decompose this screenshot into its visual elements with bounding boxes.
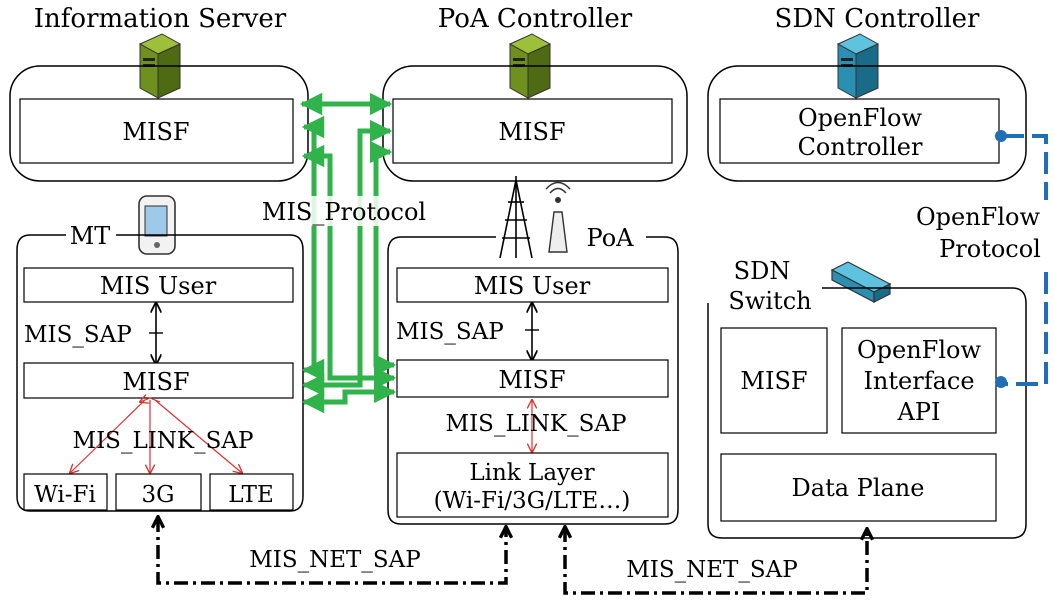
poa-controller-title: PoA Controller: [438, 4, 633, 34]
poa-link-layer-line1: Link Layer: [469, 460, 594, 486]
data-plane-box: [720, 453, 997, 522]
mis-protocol-label-bg: [250, 196, 436, 226]
sdn-switch-icon: [830, 261, 892, 303]
mis-net-sap-left-label: MIS_NET_SAP: [249, 547, 421, 573]
sdn-switch-misf-box: [720, 327, 828, 434]
poa-controller-server-icon: [508, 33, 552, 99]
openflow-interface-api-box: [841, 327, 997, 434]
information-server-icon: [138, 33, 182, 99]
sdn-controller-container: [707, 65, 1027, 182]
openflow-protocol-line1: OpenFlow: [916, 203, 1040, 231]
openflow-interface-line2: Interface: [863, 367, 974, 395]
mt-lte-label: LTE: [228, 482, 274, 508]
mt-3g-box: [115, 473, 202, 511]
poa-mis-link-sap-label: MIS_LINK_SAP: [446, 411, 627, 437]
poa-mis-sap-label: MIS_SAP: [396, 319, 504, 345]
poa-controller-misf-label: MISF: [498, 118, 565, 146]
openflow-controller-line2: Controller: [798, 133, 923, 161]
mt-container: [16, 234, 304, 512]
mt-mis-link-sap-label: MIS_LINK_SAP: [73, 428, 254, 454]
wifi-access-point-icon: [545, 181, 571, 253]
poa-controller-misf-box: [392, 98, 673, 164]
mt-label: MT: [70, 222, 111, 250]
openflow-interface-port: [995, 376, 1007, 388]
poa-label: PoA: [587, 224, 635, 252]
mis-net-sap-links: [158, 518, 867, 595]
mt-misf-label: MISF: [122, 368, 189, 396]
information-server-title: Information Server: [34, 4, 287, 34]
poa-link-layer-line2: (Wi-Fi/3G/LTE…): [434, 488, 631, 514]
sdn-switch-misf-label: MISF: [740, 367, 807, 395]
sdn-switch-label-line1: SDN: [734, 257, 791, 285]
mt-3g-label: 3G: [141, 482, 174, 508]
poa-misf-label: MISF: [498, 366, 565, 394]
poa-mis-user-box: [396, 267, 669, 303]
mobile-terminal-icon: [138, 195, 176, 255]
openflow-interface-line1: OpenFlow: [857, 336, 981, 364]
info-server-misf-box: [19, 98, 294, 164]
openflow-controller-line1: OpenFlow: [798, 104, 922, 132]
mt-mis-user-label: MIS User: [100, 272, 217, 300]
mt-wifi-label: Wi-Fi: [34, 482, 96, 508]
mt-mis-user-box: [23, 267, 294, 303]
openflow-controller-port: [995, 130, 1007, 142]
cell-tower-icon: [499, 176, 533, 259]
sdn-switch-label-line2: Switch: [728, 287, 811, 315]
sdn-controller-title: SDN Controller: [775, 4, 981, 34]
mt-wifi-box: [23, 473, 108, 511]
openflow-controller-box: [719, 98, 1000, 164]
mis-protocol-links: [299, 92, 397, 414]
mt-mis-sap-label: MIS_SAP: [24, 322, 132, 348]
mt-lte-box: [209, 473, 294, 511]
info-server-misf-label: MISF: [122, 118, 189, 146]
mis-net-sap-right-label: MIS_NET_SAP: [626, 557, 798, 583]
openflow-interface-line3: API: [897, 398, 941, 426]
openflow-protocol-label-bg: [904, 200, 1052, 266]
data-plane-label: Data Plane: [792, 474, 925, 502]
mt-link-sap-arrows: [70, 398, 242, 473]
poa-link-layer-box: [396, 452, 669, 518]
poa-misf-box: [396, 359, 669, 398]
openflow-protocol-line2: Protocol: [939, 235, 1041, 263]
mis-protocol-label: MIS_Protocol: [262, 198, 426, 226]
sdn-controller-server-icon: [836, 33, 880, 99]
mt-misf-box: [23, 362, 294, 399]
poa-mis-user-label: MIS User: [474, 272, 591, 300]
